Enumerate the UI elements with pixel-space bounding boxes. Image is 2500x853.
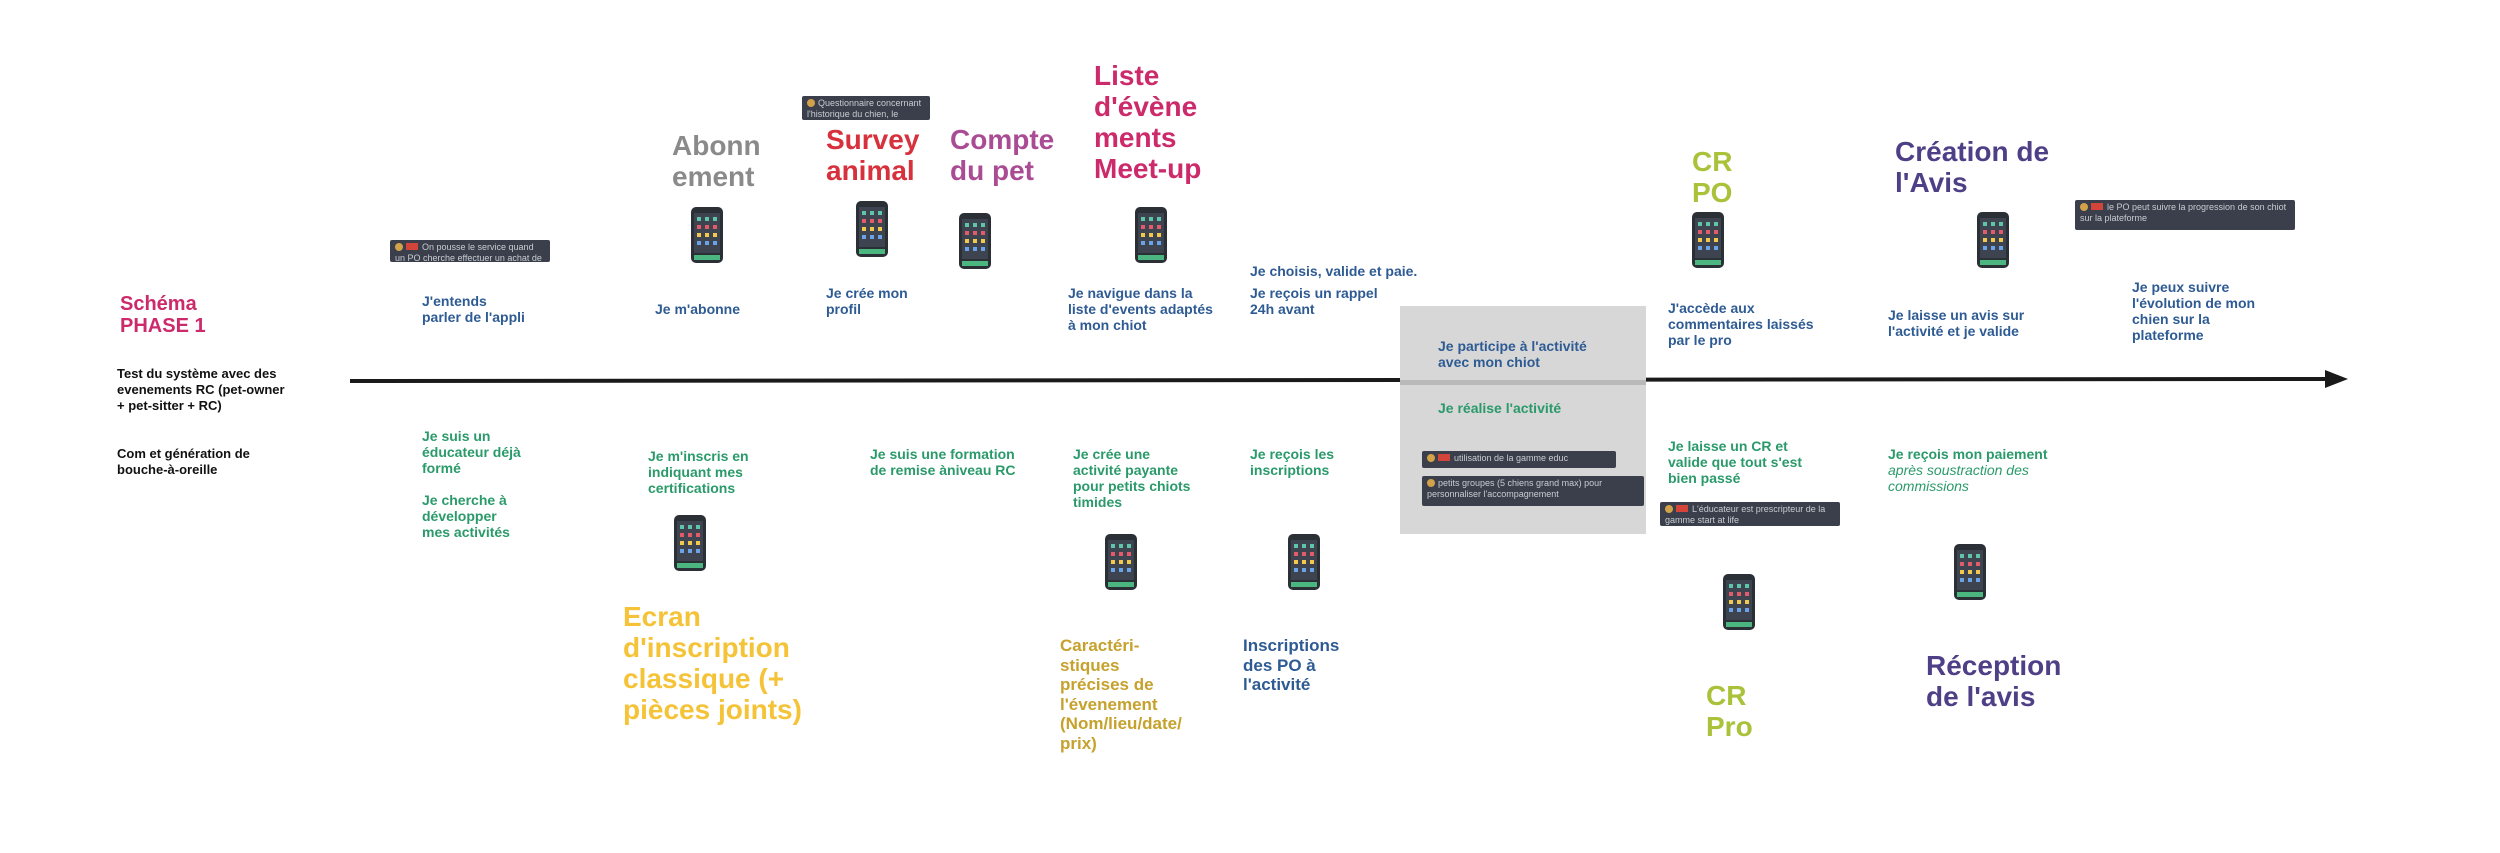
step-accede: J'accède aux commentaires laissés par le… [1668,300,1814,348]
screen-survey: Survey animal [826,124,920,186]
phone-icon [1135,207,1167,263]
step-abonne: Je m'abonne [655,301,741,317]
comment-text-5: L'éducateur est prescripteur de la gamme… [1665,504,1826,525]
phone-icon [674,515,706,571]
step-rappel: Je reçois un rappel 24h avant [1250,285,1378,317]
step-suivre: Je peux suivre l'évolution de mon chien … [2132,279,2256,343]
comment-chip-3[interactable]: utilisation de la gamme educ [1422,451,1616,468]
screen-reception-avis: Réception de l'avis [1926,650,2062,712]
step-laisse-avis: Je laisse un avis sur l'activité et je v… [1888,307,2025,339]
timeline-arrow [349,370,2348,388]
step-choisis: Je choisis, valide et paie. [1250,263,1418,279]
step-laisse-cr: Je laisse un CR et valide que tout s'est… [1668,438,1803,486]
phone-icon [959,213,991,269]
step-recois-inscriptions: Je reçois les inscriptions [1250,446,1335,478]
step-cherche: Je cherche à développer mes activités [422,492,510,540]
activity-box-divider [1400,380,1646,385]
word-of-mouth-note: Com et génération de bouche-à-oreille [117,446,250,477]
step-cree-activite: Je crée une activité payante pour petits… [1073,446,1191,510]
step-inscris: Je m'inscris en indiquant mes certificat… [648,448,749,496]
phone-icon [1977,212,2009,268]
phone-icon [1105,534,1137,590]
comment-chip-2[interactable]: Questionnaire concernant l'historique du… [802,96,930,120]
screen-ecran-inscription: Ecran d'inscription classique (+ pièces … [623,601,802,725]
step-navigue: Je navigue dans la liste d'events adapté… [1068,285,1213,333]
screen-cr-po: CR PO [1692,146,1733,208]
screen-inscriptions-po: Inscriptions des PO à l'activité [1243,636,1340,694]
phone-icon [1723,574,1755,630]
step-formation: Je suis une formation de remise àniveau … [870,446,1016,478]
comment-text-3: utilisation de la gamme educ [1454,453,1569,463]
phone-icon [856,201,888,257]
step-paiement: Je reçois mon paiement [1888,446,2048,462]
comment-chip-1[interactable]: On pousse le service quand un PO cherche… [390,240,550,262]
step-paiement-note: après soustraction des commissions [1888,462,2029,494]
comment-text-4: petits groupes (5 chiens grand max) pour… [1427,478,1603,499]
comment-text-1: On pousse le service quand un PO cherche… [395,242,542,262]
screen-cr-pro: CR Pro [1706,680,1753,742]
screen-compte: Compte du pet [950,124,1055,186]
phone-icon [1954,544,1986,600]
screen-abonnement: Abonn ement [672,130,761,192]
phone-icon [1288,534,1320,590]
phone-icon [691,207,723,263]
comment-chip-4[interactable]: petits groupes (5 chiens grand max) pour… [1422,476,1644,506]
screen-creation-avis: Création de l'Avis [1895,136,2050,198]
comment-chip-6[interactable]: le PO peut suivre la progression de son … [2075,200,2295,230]
step-participe: Je participe à l'activité avec mon chiot [1438,338,1587,370]
step-educateur: Je suis un éducateur déjà formé [422,428,521,476]
screen-liste: Liste d'évène ments Meet-up [1094,60,1202,184]
step-profil: Je crée mon profil [826,285,908,317]
step-realise: Je réalise l'activité [1438,400,1562,416]
test-system-note: Test du système avec des evenements RC (… [117,366,285,413]
phone-icon [1692,212,1724,268]
comment-text-2: Questionnaire concernant l'historique du… [807,98,922,119]
comment-chip-5[interactable]: L'éducateur est prescripteur de la gamme… [1660,502,1840,526]
phase-title: Schéma PHASE 1 [120,293,206,337]
screen-caracteristiques: Caractéri- stiques précises de l'éveneme… [1060,636,1182,753]
comment-text-6: le PO peut suivre la progression de son … [2080,202,2287,223]
step-entends: J'entends parler de l'appli [422,293,525,325]
